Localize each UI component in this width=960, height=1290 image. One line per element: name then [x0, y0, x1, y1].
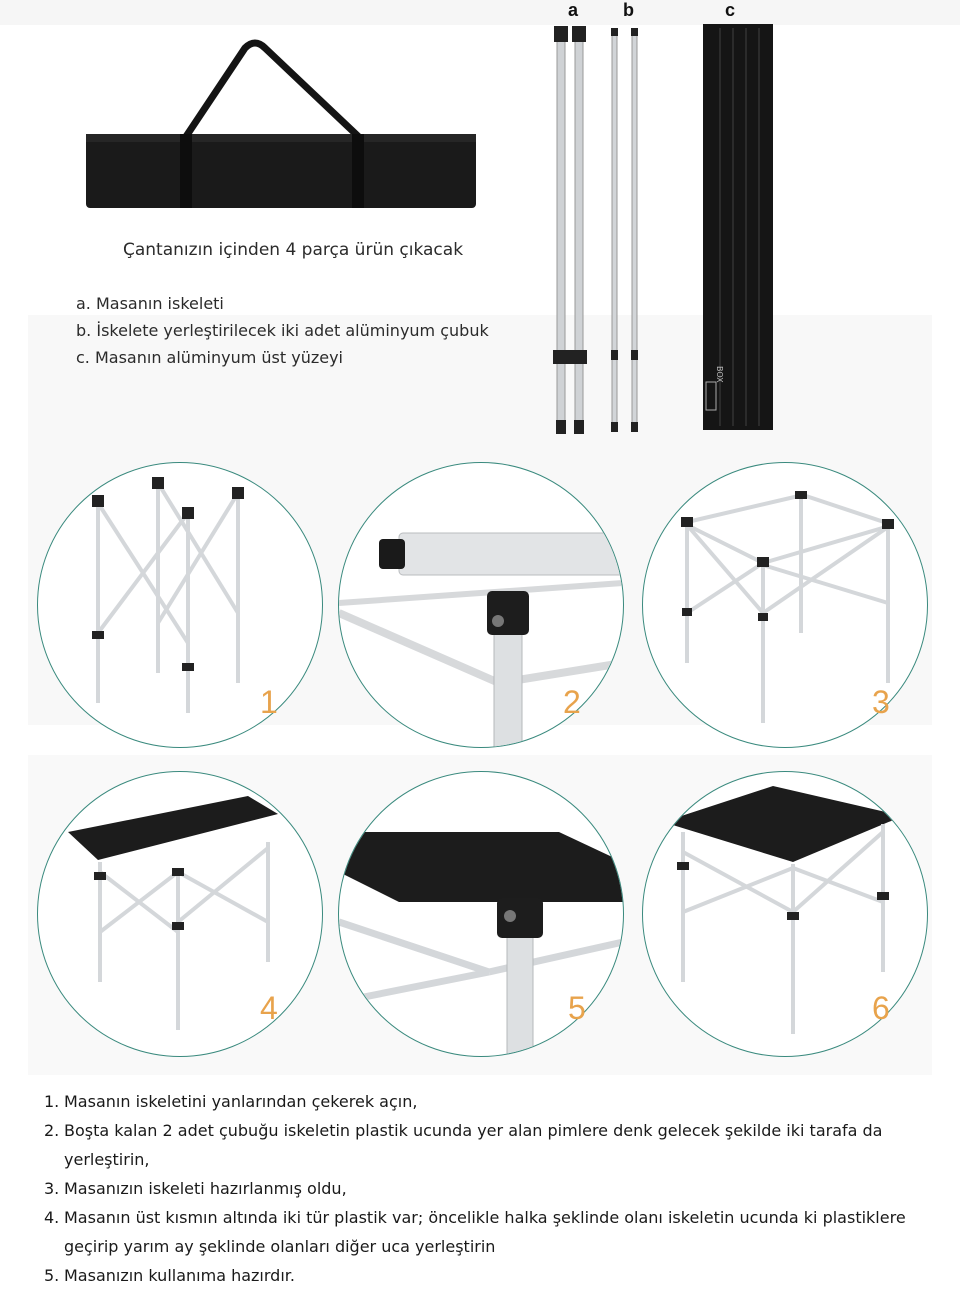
step-number-6: 6 [872, 990, 890, 1026]
parts-list-item: a. Masanın iskeleti [76, 294, 224, 313]
part-label-b: b [623, 0, 634, 20]
step-number-4: 4 [260, 990, 278, 1026]
step-4-image [37, 771, 323, 1057]
step-5-image [338, 771, 624, 1057]
step-number-1: 1 [260, 684, 278, 720]
rolled-table-top-image [703, 24, 773, 430]
intro-text: Çantanızın içinden 4 parça ürün çıkacak [123, 240, 464, 260]
parts-list: a. Masanın iskeleti b. İskelete yerleşti… [76, 290, 489, 371]
part-label-c: c [725, 0, 736, 20]
step-6-image [642, 771, 928, 1057]
assembly-step: 3.Masanızın iskeleti hazırlanmış oldu, [44, 1179, 347, 1198]
folded-frame-and-rods-image [553, 26, 638, 434]
step-number-3: 3 [872, 684, 890, 720]
assembly-steps-list: 1.Masanın iskeletini yanlarından çekerek… [40, 1087, 920, 1290]
assembly-step: 1.Masanın iskeletini yanlarından çekerek… [44, 1092, 418, 1111]
assembly-step: 4.Masanın üst kısmın altında iki tür pla… [44, 1208, 906, 1256]
carry-bag-image [86, 39, 476, 208]
step-number-2: 2 [563, 684, 581, 720]
parts-list-item: c. Masanın alüminyum üst yüzeyi [76, 348, 343, 367]
part-label-a: a [568, 0, 579, 20]
parts-list-item: b. İskelete yerleştirilecek iki adet alü… [76, 321, 489, 340]
step-3-image [642, 462, 928, 748]
assembly-step: 2.Boşta kalan 2 adet çubuğu iskeletin pl… [44, 1121, 883, 1169]
step-number-5: 5 [568, 990, 586, 1026]
assembly-step: 5.Masanızın kullanıma hazırdır. [44, 1266, 295, 1285]
product-logo: BOX [715, 366, 724, 383]
step-1-image [37, 462, 323, 748]
step-2-image [338, 462, 624, 748]
